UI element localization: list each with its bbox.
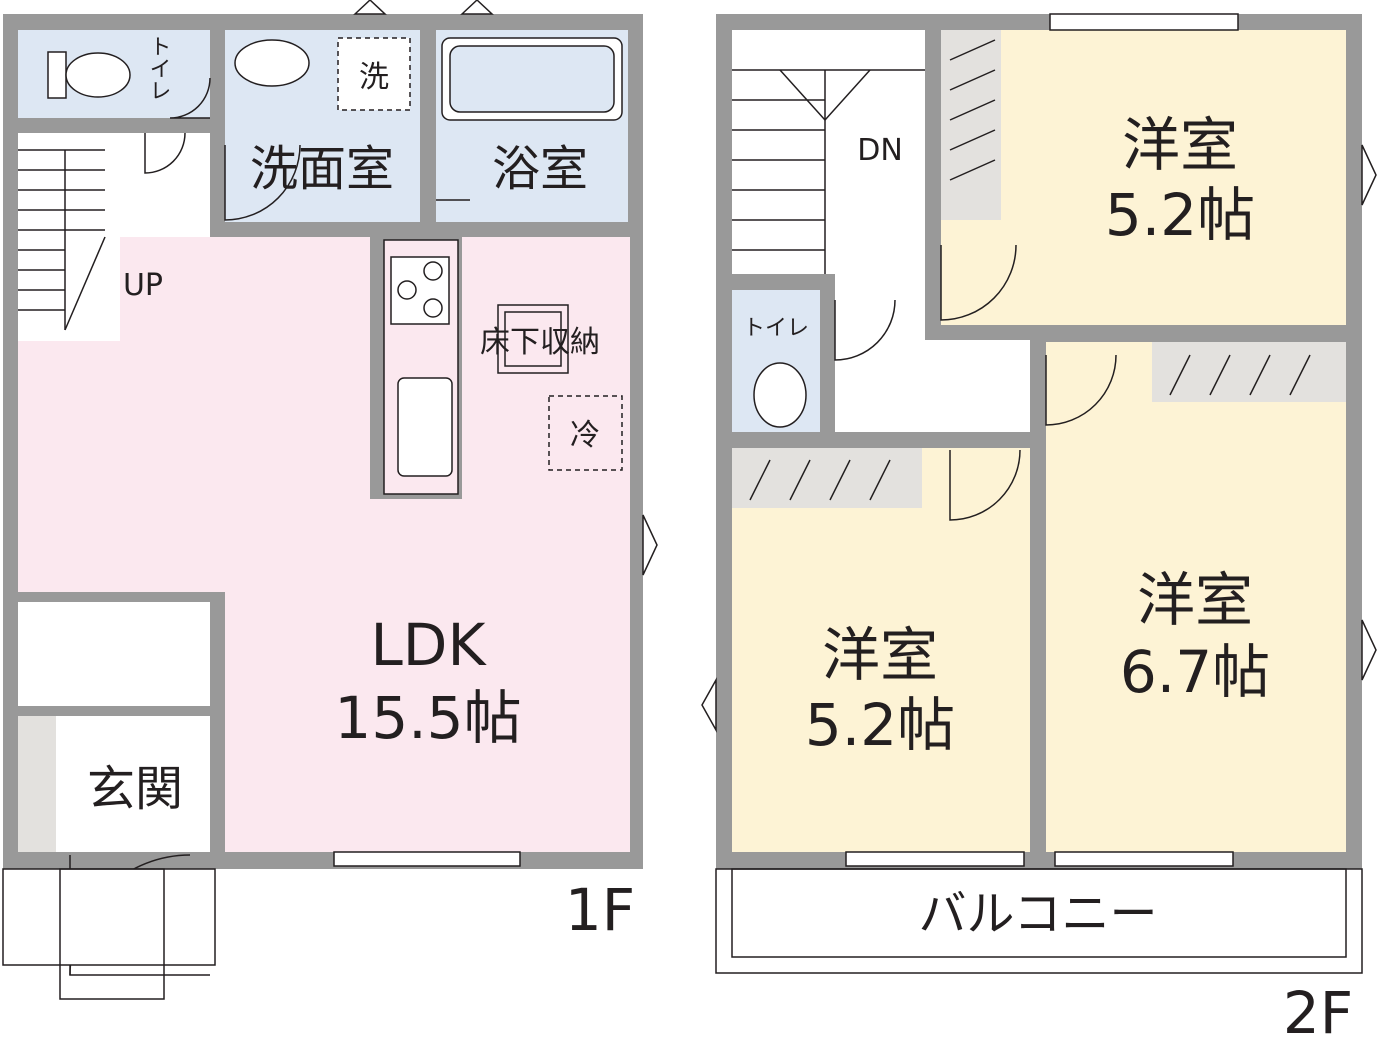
- ldk-room: [18, 133, 630, 852]
- toilet-1f-label: トイレ: [146, 35, 171, 101]
- closet-sw: [732, 448, 922, 508]
- stairs-dn-label: DN: [857, 133, 903, 168]
- room-sw: [732, 448, 1030, 852]
- room-ne: [941, 30, 1346, 325]
- washroom-label: 洗面室: [250, 141, 394, 197]
- sink: [397, 377, 453, 477]
- entrance-step: [59, 868, 165, 1000]
- toilet-2f-bowl: [753, 362, 807, 428]
- ldk-size: 15.5帖: [334, 684, 521, 752]
- room-ne-name: 洋室: [1122, 111, 1238, 179]
- stove: [390, 256, 450, 325]
- burner-icon: [423, 261, 443, 281]
- floor-2: 洋室 5.2帖 洋室 5.2帖 洋室 6.7帖 トイレ DN バルコニー 2F: [701, 13, 1377, 1046]
- bath-label: 浴室: [492, 141, 588, 197]
- stairs-lines-1f: [18, 149, 106, 331]
- stairs-up-label: UP: [123, 268, 163, 303]
- doors-2f: [834, 244, 1117, 521]
- windows-2f: [701, 13, 1377, 867]
- toilet-2f-label: トイレ: [743, 316, 809, 341]
- room-se-size: 6.7帖: [1120, 638, 1270, 706]
- floor-1: LDK 15.5帖 洗面室 浴室 洗 冷 床下収納 玄関 UP トイレ 1F: [2, 0, 658, 1000]
- toilet-bowl: [65, 52, 131, 98]
- balcony-inner: [731, 868, 1347, 958]
- closet-ne: [941, 30, 1001, 220]
- floor2-label: 2F: [1283, 979, 1353, 1046]
- closet-se: [1152, 342, 1346, 402]
- stairs-lines-2f: [732, 69, 925, 274]
- underfloor-label: 床下収納: [480, 325, 600, 360]
- entrance-porch: [2, 868, 216, 966]
- room-se-name: 洋室: [1137, 566, 1253, 634]
- underfloor-hatch-inner: [504, 311, 562, 367]
- windows-1f: [333, 0, 658, 867]
- stairs-1f: [18, 133, 120, 341]
- underfloor-hatch: [497, 304, 569, 374]
- closet-hatch: [749, 39, 1311, 501]
- burner-icon: [397, 280, 417, 300]
- washer-label: 洗: [359, 60, 389, 95]
- shoe-storage: [18, 716, 56, 852]
- room-sw-name: 洋室: [822, 621, 938, 689]
- ldk-name: LDK: [370, 611, 487, 679]
- room-se: [1046, 342, 1346, 852]
- fridge-space: [548, 395, 623, 471]
- bathtub-inner: [449, 45, 615, 113]
- room-sw-size: 5.2帖: [805, 691, 955, 759]
- washer-space: [337, 37, 411, 111]
- floor1-label: 1F: [565, 876, 635, 944]
- entrance-label: 玄関: [87, 761, 183, 817]
- balcony: [715, 868, 1363, 974]
- hall-2f-lower: [835, 340, 1030, 432]
- burner-icon: [423, 298, 443, 318]
- closet-1f: [18, 602, 210, 706]
- wash-basin: [234, 39, 310, 87]
- balcony-label: バルコニー: [918, 886, 1157, 942]
- room-ne-size: 5.2帖: [1105, 181, 1255, 249]
- toilet-fixture: [47, 51, 67, 99]
- fridge-label: 冷: [570, 418, 600, 453]
